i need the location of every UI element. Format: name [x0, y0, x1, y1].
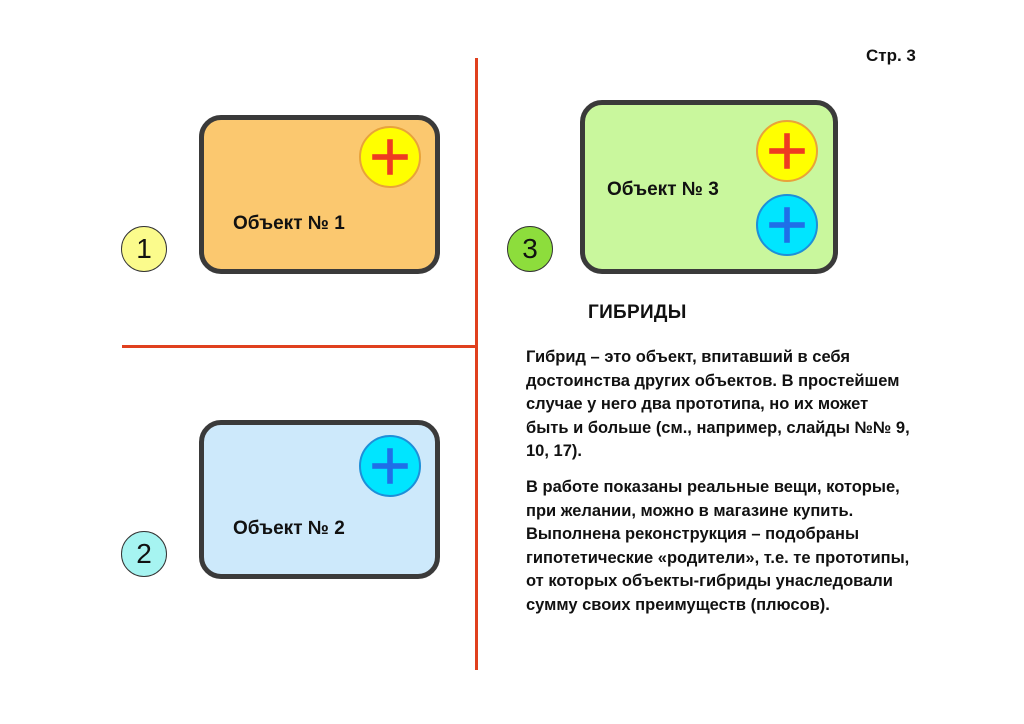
- object-label-1: Объект № 1: [233, 213, 345, 234]
- paragraph-description: В работе показаны реальные вещи, которые…: [526, 478, 910, 614]
- plus-badge-blue: [359, 435, 421, 497]
- object-card-1: Объект № 1: [199, 115, 440, 274]
- plus-badge-red: [756, 120, 818, 182]
- red-plus-icon: [372, 139, 408, 175]
- object-card-3: Объект № 3: [580, 100, 838, 274]
- blue-plus-icon: [372, 448, 408, 484]
- object-card-2: Объект № 2: [199, 420, 440, 579]
- object-number-badge-1: 1: [121, 226, 167, 272]
- object-label-2: Объект № 2: [233, 518, 345, 539]
- plus-badge-red: [359, 126, 421, 188]
- object-label-3: Объект № 3: [607, 179, 719, 200]
- vertical-divider: [475, 58, 478, 670]
- object-number-badge-3: 3: [507, 226, 553, 272]
- plus-badge-blue: [756, 194, 818, 256]
- red-plus-icon: [769, 133, 805, 169]
- section-title: ГИБРИДЫ: [588, 302, 687, 323]
- horizontal-divider: [122, 345, 478, 348]
- paragraph-definition: Гибрид – это объект, впитавший в себя до…: [526, 348, 910, 461]
- page-number: Стр. 3: [866, 46, 916, 65]
- object-number-badge-2: 2: [121, 531, 167, 577]
- blue-plus-icon: [769, 207, 805, 243]
